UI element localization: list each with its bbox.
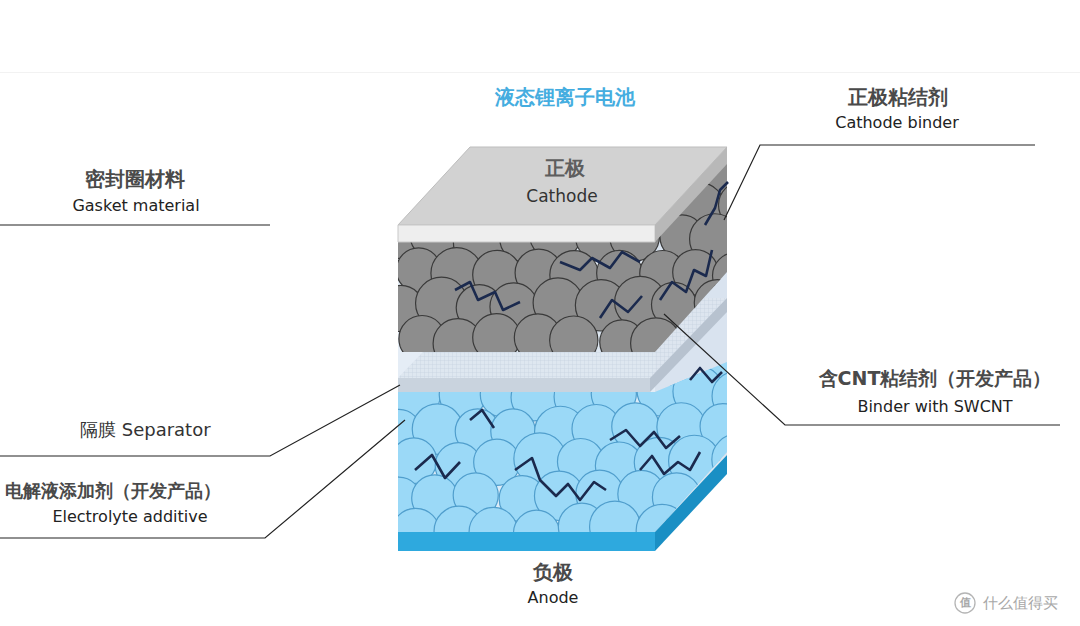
particle (694, 280, 740, 326)
leader-line (724, 145, 1035, 220)
binder-strand (610, 430, 680, 448)
particle (735, 333, 782, 380)
callout-text: Binder with SWCNT (857, 397, 1012, 416)
watermark-icon-text: 值 (960, 596, 971, 609)
binder-strand (455, 282, 520, 310)
particle (713, 253, 759, 299)
binder-strand (660, 250, 712, 300)
leader-lines (0, 145, 1060, 538)
binder-strand (640, 452, 700, 474)
binder-strand (470, 410, 494, 428)
part-name: Cathode (526, 186, 597, 206)
callout-text: Cathode binder (835, 113, 959, 132)
leader-line (0, 224, 270, 225)
cathode-plate-front (398, 225, 655, 242)
watermark-icon (955, 593, 975, 613)
diagram-title: 液态锂离子电池 (495, 85, 635, 109)
separator-front (398, 378, 650, 392)
binder-strand (515, 458, 606, 500)
particle (735, 147, 783, 195)
cathode-particles (375, 141, 786, 369)
particle (732, 473, 783, 524)
callout-text: 隔膜 Separator (80, 419, 211, 441)
part-name: Anode (528, 588, 579, 607)
callout-text: Gasket material (72, 196, 199, 215)
anode-plate-front (398, 532, 655, 551)
callout-heading: 含CNT粘结剂（开发产品） (819, 367, 1052, 390)
particle (716, 508, 765, 557)
binder-strand (415, 455, 460, 478)
particle (550, 316, 598, 364)
part-name: 负极 (533, 560, 573, 584)
top-band (0, 0, 1080, 73)
binder-strand (690, 368, 722, 382)
anode-plate-side (655, 455, 727, 551)
cathode-plate-side (655, 147, 727, 242)
binder-strand (600, 296, 642, 318)
callout-heading: 密封圈材料 (85, 167, 185, 191)
binder-strand (560, 252, 640, 270)
leader-line (0, 420, 405, 538)
particle (473, 314, 521, 362)
callout-text: Electrolyte additive (52, 507, 207, 526)
leader-line (664, 314, 1060, 425)
particle (631, 318, 682, 369)
electrolyte-tint (398, 362, 727, 532)
leader-line (0, 385, 400, 456)
callout-heading: 电解液添加剂（开发产品） (5, 480, 221, 502)
particle (740, 281, 785, 326)
particle (714, 313, 764, 363)
callout-heading: 正极粘结剂 (848, 85, 948, 109)
particle (734, 215, 779, 260)
particle (375, 144, 423, 192)
part-name: 正极 (545, 156, 585, 180)
watermark: 什么值得买 (983, 594, 1058, 612)
